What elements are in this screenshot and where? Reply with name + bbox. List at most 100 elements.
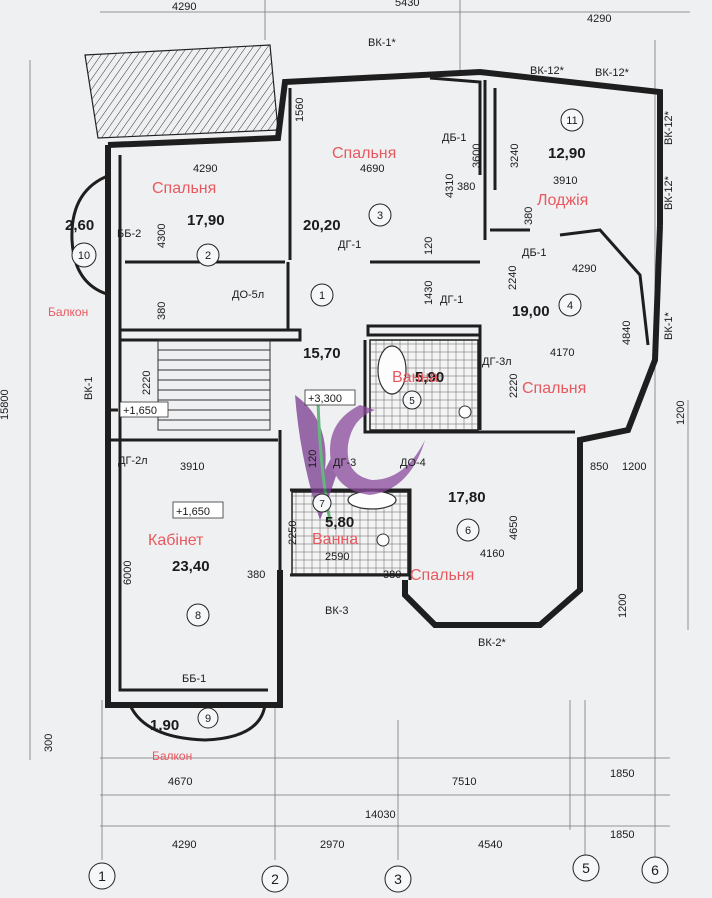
label-marks-vk3: ВК-3: [325, 605, 349, 617]
label-marks-vk12_a: ВК-12*: [530, 65, 565, 77]
label-dims-b1850b: 1850: [610, 829, 634, 841]
label-dims-d2220b: 2220: [508, 374, 520, 398]
name-room-4: Спальня: [522, 380, 586, 397]
label-dims-d2220a: 2220: [141, 371, 153, 395]
name-room-5: Ванна: [392, 369, 438, 386]
label-dims-d380a: 380: [457, 181, 475, 193]
label-marks-do4: ДО-4: [400, 457, 426, 469]
name-room-2: Спальня: [152, 180, 216, 197]
label-dims-d4840: 4840: [621, 321, 633, 345]
label-dims-d300: 300: [43, 734, 55, 752]
label-dims-b2970: 2970: [320, 839, 344, 851]
label-marks-bb2: ББ-2: [117, 228, 141, 240]
label-marks-vk2: ВК-2*: [478, 637, 507, 649]
label-marks-dg3l: ДГ-3л: [482, 356, 512, 368]
name-room-7: Ванна: [312, 531, 358, 548]
label-dims-d3910_off: 3910: [180, 461, 204, 473]
room-num-2: 2: [205, 250, 211, 262]
label-dims-b4540: 4540: [478, 839, 502, 851]
label-dims-d3240: 3240: [509, 144, 521, 168]
room-names: Спальня Спальня Лоджія Спальня Ванна Спа…: [48, 145, 588, 763]
label-dims-d380_c: 380: [156, 302, 168, 320]
label-dims-d4300: 4300: [156, 224, 168, 248]
room-num-4: 4: [567, 300, 573, 312]
label-dims-b14030: 14030: [365, 809, 396, 821]
level-hall: +3,300: [308, 393, 342, 405]
label-dims-d380d: 380: [247, 569, 265, 581]
label-dims-b7510: 7510: [452, 776, 476, 788]
level-office: +1,650: [176, 506, 210, 518]
label-dims-b4670: 4670: [168, 776, 192, 788]
area-room-5: 5,90: [415, 369, 444, 386]
label-dims-d2250: 2250: [287, 521, 299, 545]
room-num-9: 9: [205, 713, 211, 725]
label-dims-d120a: 120: [423, 237, 435, 255]
area-room-11: 12,90: [548, 145, 586, 162]
label-dims-d2240: 2240: [507, 266, 519, 290]
label-dims-d4690: 4690: [360, 163, 384, 175]
room-num-1: 1: [319, 290, 325, 302]
interior-walls: [108, 76, 650, 580]
toilet-icon: [458, 405, 472, 419]
dimension-lines: [29, 0, 690, 860]
label-marks-db1_b: ДБ-1: [522, 247, 546, 259]
room-areas: 17,90 20,20 15,70 12,90 19,00 5,90 17,80…: [65, 145, 586, 734]
area-room-1: 15,70: [303, 345, 341, 362]
label-marks-vk1_right: ВК-1*: [663, 311, 675, 340]
label-dims-d4290_r2: 4290: [193, 163, 217, 175]
label-marks-do5l: ДО-5л: [232, 289, 264, 301]
area-room-7: 5,80: [325, 514, 354, 531]
label-dims-d380b: 380: [523, 207, 535, 225]
label-dims-d380e: 380: [383, 569, 401, 581]
label-dims-d4310: 4310: [444, 174, 456, 198]
toilet-icon-2: [376, 533, 390, 547]
label-dims-d3600: 3600: [471, 144, 483, 168]
label-axes-3: 5: [582, 860, 590, 876]
hatched-roof-area: [84, 44, 279, 139]
name-room-10: Балкон: [48, 305, 88, 319]
dimensions: 4290 5430 4290 1560 4290 4690 4310 3600 …: [0, 0, 687, 851]
room-num-10: 10: [78, 250, 90, 262]
label-marks-db1_a: ДБ-1: [442, 132, 466, 144]
axis-markers: 1 2 3 5 6: [88, 854, 669, 893]
name-room-6: Спальня: [410, 567, 474, 584]
label-dims-d6000: 6000: [122, 561, 134, 585]
room-num-5: 5: [409, 396, 415, 407]
balcony-10-outline: [70, 173, 111, 297]
name-room-8: Кабінет: [148, 532, 204, 549]
area-room-3: 20,20: [303, 217, 341, 234]
label-dims-top_5430: 5430: [395, 0, 419, 9]
label-marks-dg1_b: ДГ-1: [440, 294, 463, 306]
label-dims-d4290_r4: 4290: [572, 263, 596, 275]
label-dims-d850: 850: [590, 461, 608, 473]
staircase: [157, 339, 271, 431]
label-marks-dg3: ДГ-3: [333, 457, 356, 469]
level-stair: +1,650: [123, 405, 157, 417]
label-dims-d1200c: 1200: [617, 594, 629, 618]
label-dims-d15800: 15800: [0, 389, 11, 420]
label-dims-d2590: 2590: [325, 551, 349, 563]
label-dims-d4650: 4650: [508, 516, 520, 540]
label-axes-0: 1: [98, 868, 106, 884]
label-dims-d1200b: 1200: [622, 461, 646, 473]
label-dims-d1200a: 1200: [675, 401, 687, 425]
area-room-6: 17,80: [448, 489, 486, 506]
label-marks-bb1: ББ-1: [182, 673, 206, 685]
label-dims-d120b: 120: [307, 450, 319, 468]
level-marks: +1,650 +3,300 +1,650: [119, 389, 356, 519]
label-axes-1: 2: [271, 871, 279, 887]
label-marks-vk12_r2: ВК-12*: [663, 175, 675, 210]
label-dims-b4290: 4290: [172, 839, 196, 851]
area-room-8: 23,40: [172, 558, 210, 575]
label-dims-d3910_log: 3910: [553, 175, 577, 187]
room-num-8: 8: [195, 610, 201, 622]
label-dims-d4170: 4170: [550, 347, 574, 359]
label-axes-2: 3: [394, 871, 402, 887]
area-room-2: 17,90: [187, 212, 225, 229]
label-dims-top_4290b: 4290: [587, 13, 611, 25]
label-dims-d4160: 4160: [480, 548, 504, 560]
room-num-6: 6: [465, 525, 471, 537]
name-room-11: Лоджія: [537, 192, 588, 209]
room-num-11: 11: [566, 115, 577, 127]
area-room-10: 2,60: [65, 217, 94, 234]
